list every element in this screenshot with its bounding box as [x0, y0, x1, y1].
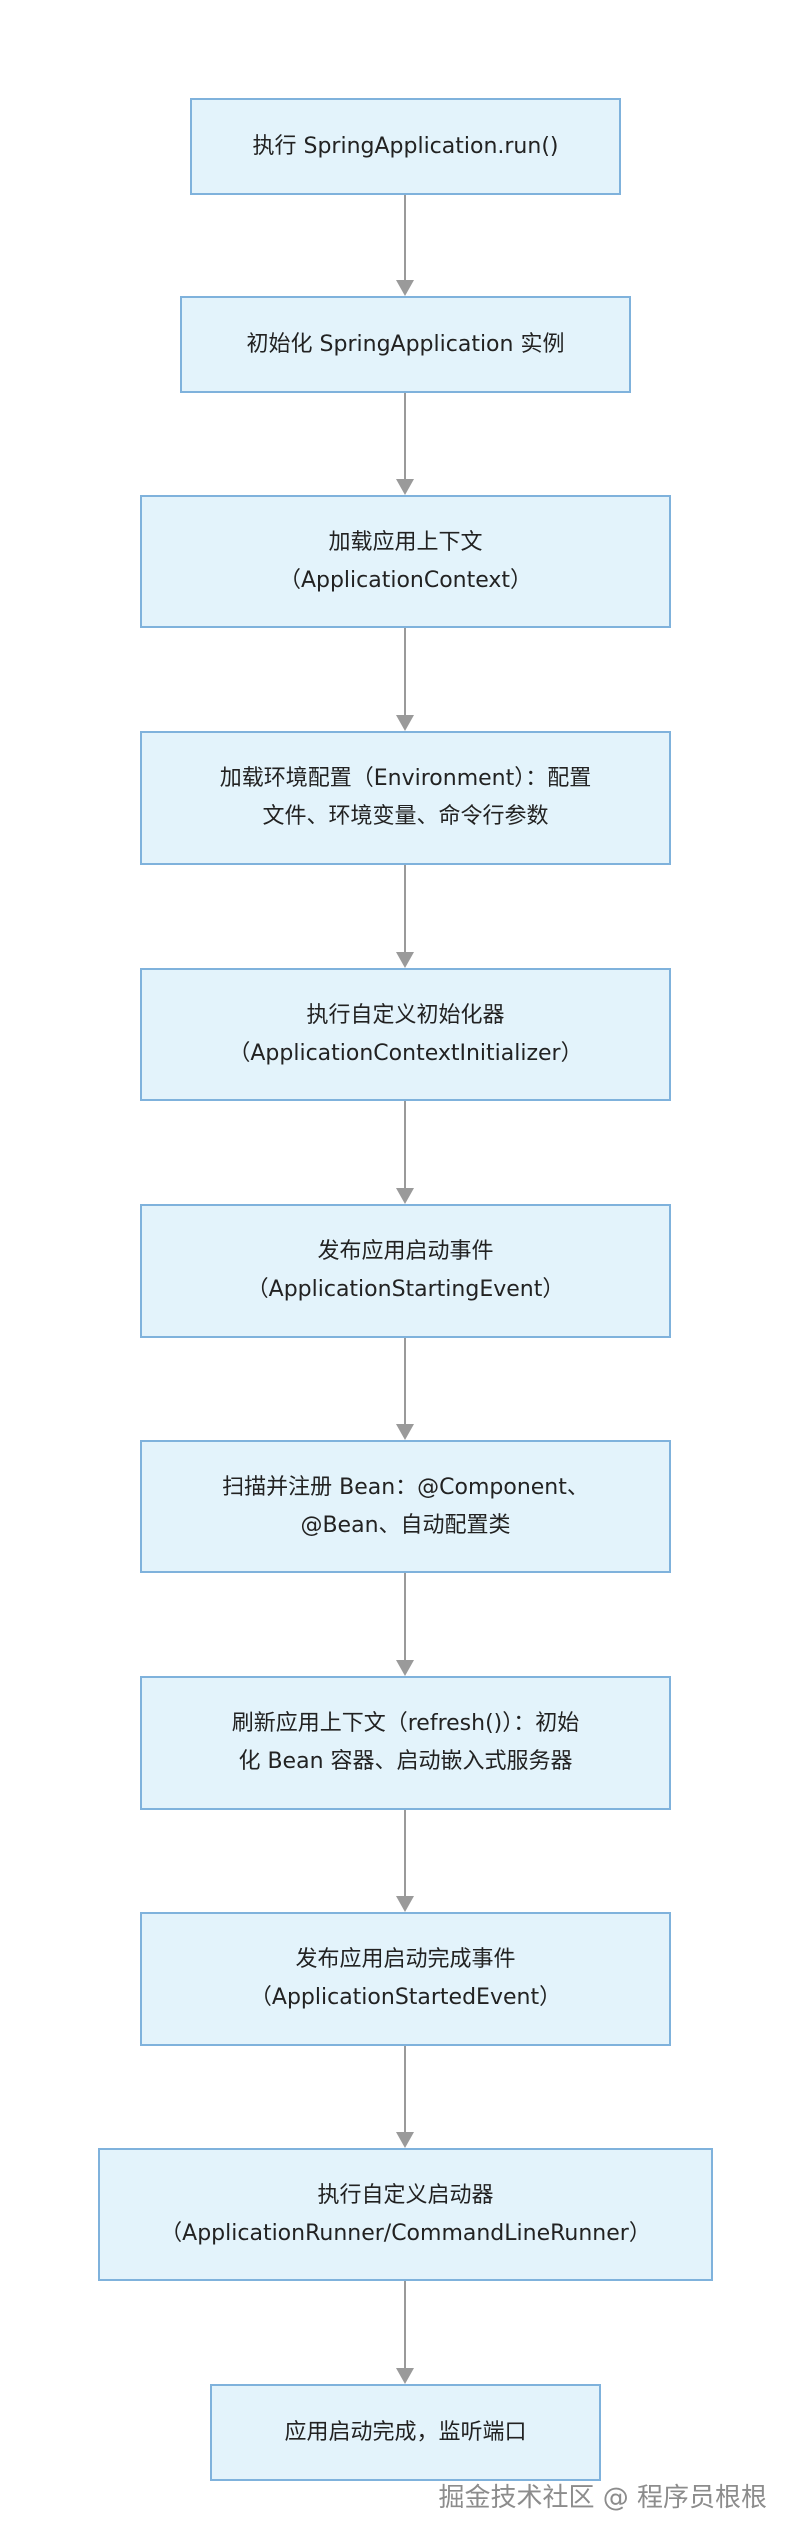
flow-node-label: 执行 SpringApplication.run() [252, 133, 559, 159]
flow-arrow-head [396, 2368, 414, 2384]
flow-node-label: （ApplicationContext） [278, 567, 533, 593]
flow-node-label: （ApplicationStartingEvent） [246, 1277, 565, 1302]
flow-arrow-head [396, 715, 414, 731]
flow-arrow-head [396, 1188, 414, 1204]
flow-node-label: 执行自定义初始化器 [306, 1002, 505, 1028]
flow-node-started-event: 发布应用启动完成事件 （ApplicationStartedEvent） [140, 1912, 671, 2046]
flow-arrow-line [404, 2046, 406, 2134]
flow-arrow-line [404, 195, 406, 282]
flow-node-label: 发布应用启动完成事件 [295, 1947, 516, 1972]
flow-arrow-head [396, 2132, 414, 2148]
flow-node-label: 刷新应用上下文（refresh()）：初始 [231, 1711, 580, 1736]
flow-arrow-head [396, 952, 414, 968]
flow-node-label: （ApplicationRunner/CommandLineRunner） [160, 2220, 651, 2246]
flow-node-label: （ApplicationContextInitializer） [228, 1040, 583, 1066]
flow-arrow-line [404, 2281, 406, 2370]
flow-node-init-instance: 初始化 SpringApplication 实例 [180, 296, 631, 393]
flow-node-run: 执行 SpringApplication.run() [190, 98, 621, 195]
flow-arrow-head [396, 479, 414, 495]
flow-node-label: 发布应用启动事件 [317, 1239, 494, 1264]
flow-arrow-line [404, 628, 406, 717]
watermark: 掘金技术社区 @ 程序员根根 [438, 2483, 767, 2513]
flow-node-label: 执行自定义启动器 [317, 2182, 494, 2208]
flow-node-label: 扫描并注册 Bean：@Component、 [222, 1474, 589, 1500]
flow-node-scan-beans: 扫描并注册 Bean：@Component、 @Bean、自动配置类 [140, 1440, 671, 1573]
flow-arrow-head [396, 1424, 414, 1440]
flow-node-load-environment: 加载环境配置（Environment）：配置文件、环境变量、命令行参数 [140, 731, 671, 865]
flow-node-label: 文件、环境变量、命令行参数 [262, 804, 549, 829]
flow-arrow-head [396, 1660, 414, 1676]
flow-arrow-line [404, 1573, 406, 1662]
flow-node-label: （ApplicationStartedEvent） [249, 1985, 562, 2010]
flow-node-label: @Bean、自动配置类 [300, 1512, 511, 1538]
flow-arrow-line [404, 1101, 406, 1190]
flow-arrow-line [404, 1810, 406, 1898]
flow-node-load-context: 加载应用上下文 （ApplicationContext） [140, 495, 671, 628]
flow-node-runners: 执行自定义启动器 （ApplicationRunner/CommandLineRu… [98, 2148, 713, 2281]
flow-node-label: 应用启动完成，监听端口 [284, 2419, 527, 2445]
flow-arrow-line [404, 1338, 406, 1426]
flow-node-label: 初始化 SpringApplication 实例 [246, 331, 565, 357]
flow-node-run-initializers: 执行自定义初始化器 （ApplicationContextInitializer） [140, 968, 671, 1101]
flow-node-refresh: 刷新应用上下文（refresh()）：初始化 Bean 容器、启动嵌入式服务器 [140, 1676, 671, 1810]
flow-arrow-head [396, 1896, 414, 1912]
flow-node-label: 加载环境配置（Environment）：配置 [219, 766, 592, 791]
flow-arrow-line [404, 393, 406, 481]
flow-node-ready: 应用启动完成，监听端口 [210, 2384, 601, 2481]
flow-arrow-head [396, 280, 414, 296]
flow-node-label: 化 Bean 容器、启动嵌入式服务器 [238, 1749, 573, 1774]
flow-node-label: 加载应用上下文 [328, 529, 483, 555]
flow-arrow-line [404, 865, 406, 954]
flow-node-starting-event: 发布应用启动事件 （ApplicationStartingEvent） [140, 1204, 671, 1338]
